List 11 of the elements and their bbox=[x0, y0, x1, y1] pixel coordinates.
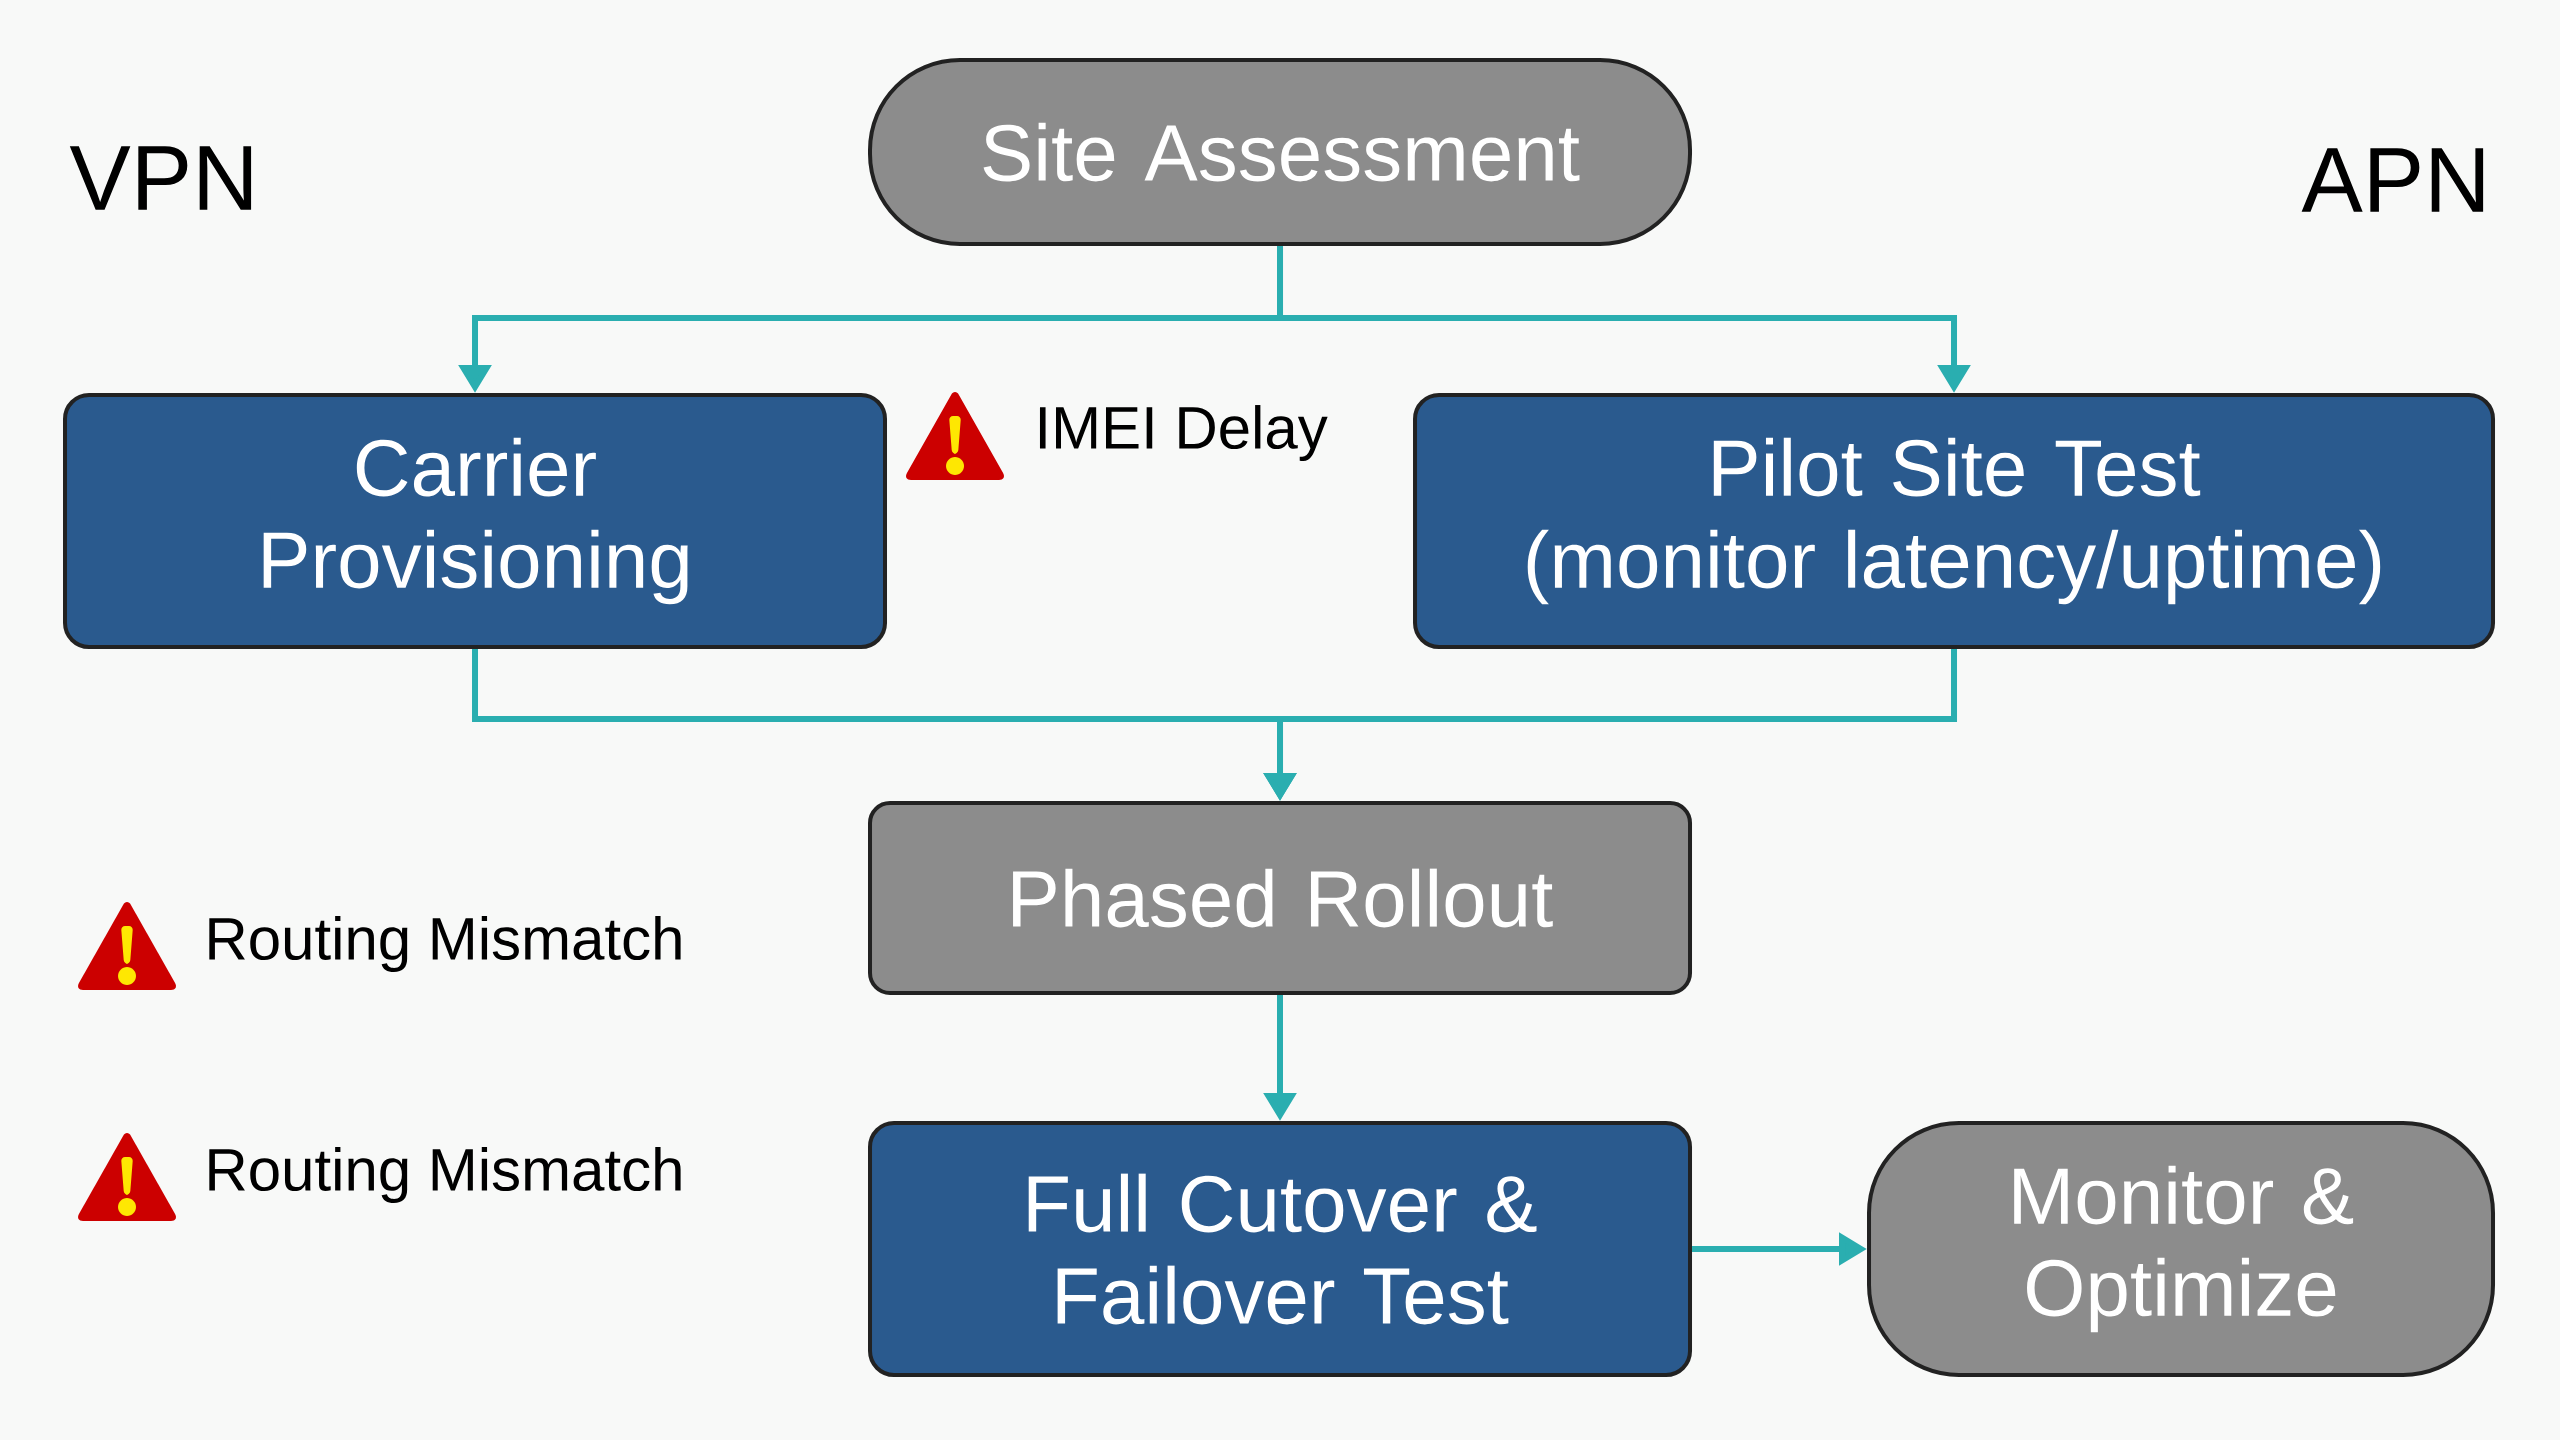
warning-label: Routing Mismatch bbox=[209, 1147, 681, 1203]
process-box: Pilot Site Test (monitor latency/uptime) bbox=[1413, 393, 2495, 649]
heading: APN bbox=[2301, 148, 2484, 212]
terminal-pill: Site Assessment bbox=[868, 58, 1692, 246]
process-box: Phased Rollout bbox=[868, 801, 1692, 995]
heading: VPN bbox=[69, 146, 252, 210]
terminal-pill: Monitor & Optimize bbox=[1867, 1121, 2495, 1377]
warning-label: Routing Mismatch bbox=[209, 916, 681, 972]
process-box: Carrier Provisioning bbox=[63, 393, 887, 649]
warning-label: IMEI Delay bbox=[1039, 405, 1328, 461]
process-box: Full Cutover & Failover Test bbox=[868, 1121, 1692, 1377]
